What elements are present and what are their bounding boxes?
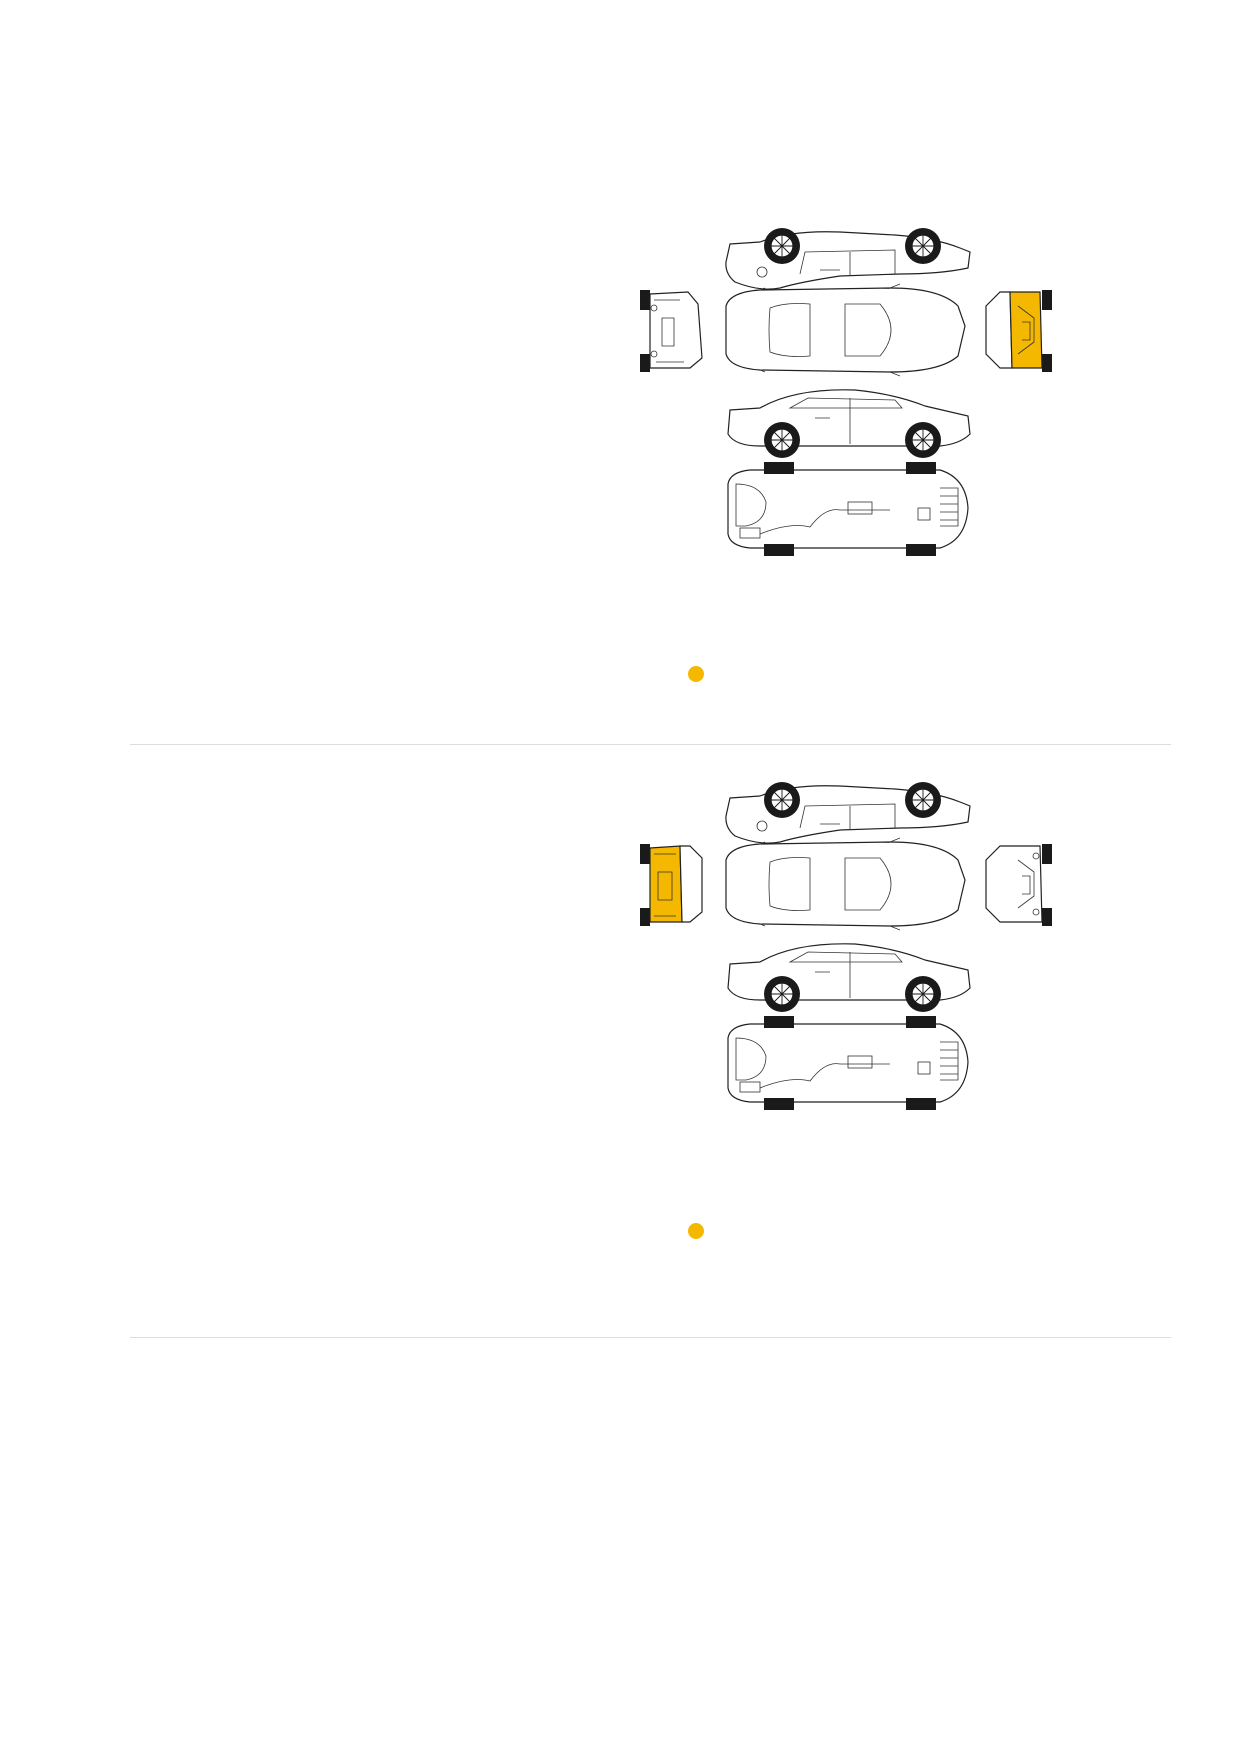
- wheel-icon: [764, 422, 800, 458]
- car-front-view: [985, 290, 1052, 372]
- car-right-side-view: [727, 943, 971, 1012]
- car-rear-view: [640, 844, 703, 926]
- car-rear-view: [640, 290, 703, 372]
- wheel-icon: [764, 228, 800, 264]
- damage-section-rear: [0, 753, 1239, 1350]
- car-underside-view: [727, 462, 969, 556]
- section-divider: [130, 744, 1171, 745]
- wheel-icon: [905, 228, 941, 264]
- car-diagram-svg: [640, 228, 1052, 556]
- wheel-icon: [905, 782, 941, 818]
- car-left-side-view: [725, 782, 971, 844]
- wheel-icon: [764, 976, 800, 1012]
- car-diagram-rear-damage: [640, 776, 1060, 1171]
- car-top-view: [725, 283, 966, 377]
- car-top-view: [725, 837, 966, 931]
- legend-dot-icon: [688, 1223, 704, 1239]
- car-diagram-svg: [640, 782, 1052, 1110]
- wheel-icon: [764, 782, 800, 818]
- wheel-icon: [905, 976, 941, 1012]
- wheel-icon: [905, 422, 941, 458]
- highlighted-rear-bumper: [649, 845, 683, 923]
- car-underside-view: [727, 1016, 969, 1110]
- damage-section-front: [0, 0, 1239, 753]
- car-right-side-view: [727, 389, 971, 458]
- legend-dot-icon: [688, 666, 704, 682]
- section-divider: [130, 1337, 1171, 1338]
- car-diagram-front-damage: [640, 222, 1060, 617]
- highlighted-front-bumper: [1009, 291, 1043, 369]
- car-left-side-view: [725, 228, 971, 290]
- car-front-view: [985, 844, 1052, 926]
